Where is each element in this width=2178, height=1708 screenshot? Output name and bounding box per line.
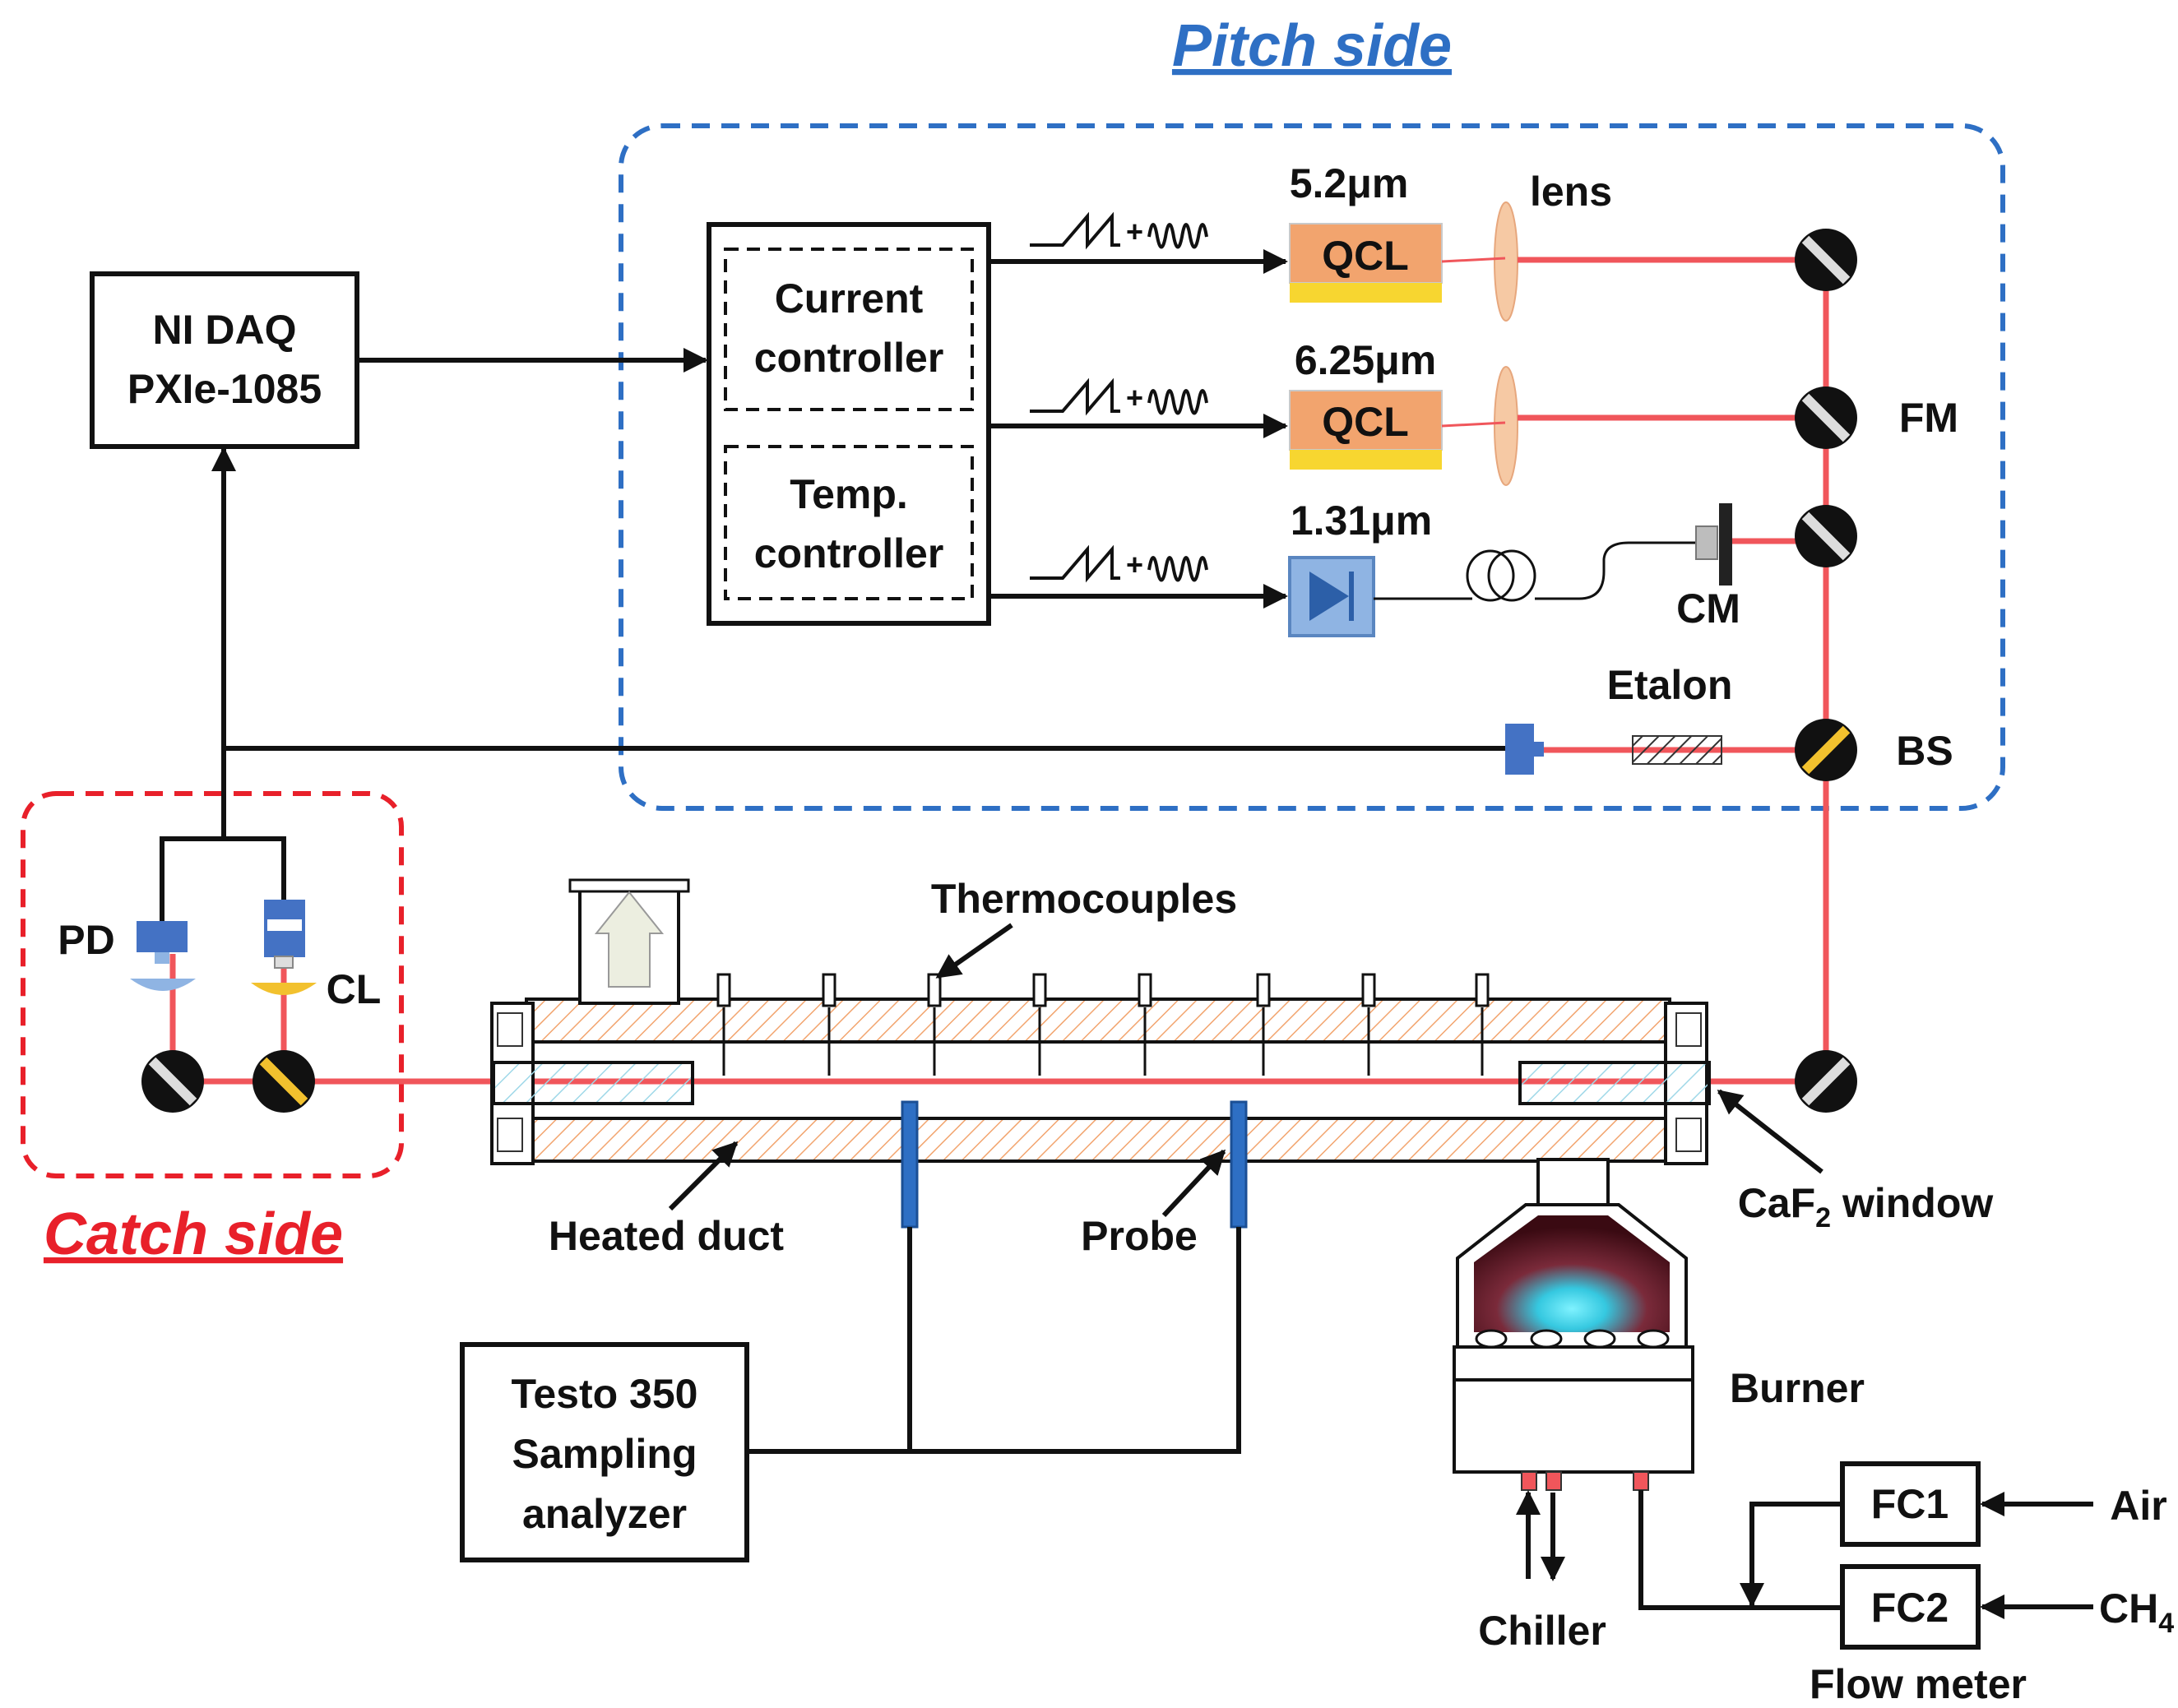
ch4-prefix: CH <box>2099 1585 2158 1632</box>
pitch-side-title: Pitch side <box>1172 13 1452 79</box>
caf2-window-label: CaF2 window <box>1738 1180 1994 1234</box>
lens-2 <box>1494 366 1518 486</box>
thermocouple-8 <box>1475 973 1490 1076</box>
probe-label: Probe <box>1081 1213 1198 1259</box>
modulation-plus-1: + <box>1126 215 1143 248</box>
collimator-cm <box>1695 503 1732 586</box>
qcl-2: QCL <box>1289 390 1443 470</box>
thermocouples <box>716 973 1490 1076</box>
burner-label: Burner <box>1730 1365 1865 1411</box>
temp-controller-line-2: controller <box>754 530 944 576</box>
fc2-box: FC2 <box>1840 1564 1981 1650</box>
heated-duct-pointer <box>668 1141 739 1211</box>
wavelength-3-label: 1.31μm <box>1291 498 1432 544</box>
thermocouple-6 <box>1256 973 1271 1076</box>
wavelength-1-label: 5.2μm <box>1290 160 1409 206</box>
probe-2 <box>1230 1100 1248 1229</box>
temp-controller-box <box>724 445 974 600</box>
fc1-label: FC1 <box>1871 1481 1949 1527</box>
modulation-plus-3: + <box>1126 548 1143 581</box>
testo-line-3: analyzer <box>522 1491 687 1537</box>
lens-label: lens <box>1530 169 1612 215</box>
testo-line-2: Sampling <box>512 1431 697 1477</box>
testo-line-1: Testo 350 <box>512 1371 698 1417</box>
mirror-1 <box>1795 229 1857 291</box>
thermocouple-7 <box>1361 973 1376 1076</box>
cl-signal-line <box>224 836 286 900</box>
catch-side-title: Catch side <box>44 1201 343 1267</box>
lens-1 <box>1494 201 1518 322</box>
fiber-coil <box>1374 541 1696 602</box>
heated-duct-label: Heated duct <box>549 1213 785 1259</box>
mirror-duct-right <box>1795 1050 1857 1113</box>
caf2-prefix: CaF <box>1738 1180 1815 1226</box>
modulation-plus-2: + <box>1126 381 1143 414</box>
ch4-subscript: 4 <box>2158 1608 2174 1639</box>
daq-line-1: NI DAQ <box>153 307 297 353</box>
wavelength-2-label: 6.25μm <box>1295 337 1436 383</box>
fc2-label: FC2 <box>1871 1585 1949 1631</box>
cl-label: CL <box>327 966 382 1012</box>
controller-box: Current controller Temp. controller <box>707 222 991 626</box>
fm-label: FM <box>1899 395 1958 441</box>
sampling-line-1 <box>747 1227 912 1454</box>
beam-splitter-bs <box>1795 719 1857 781</box>
mirror-catch-pd <box>141 1050 204 1113</box>
daq-line-2: PXIe-1085 <box>127 366 322 412</box>
chiller-label: Chiller <box>1478 1608 1606 1654</box>
pitch-side-region <box>619 123 2005 811</box>
mirror-catch-cl <box>253 1050 315 1113</box>
current-controller-line-1: Current <box>775 275 924 322</box>
etalon <box>1632 735 1722 765</box>
thermocouple-2 <box>822 973 836 1076</box>
current-controller-line-2: controller <box>754 335 944 381</box>
fc1-box: FC1 <box>1840 1461 1981 1547</box>
thermocouples-pointer <box>935 923 1013 979</box>
thermocouple-5 <box>1138 973 1152 1076</box>
mirror-3 <box>1795 505 1857 567</box>
fuel-line <box>1638 1490 1842 1610</box>
sampling-line-2 <box>910 1227 1241 1454</box>
current-controller-box <box>724 248 974 411</box>
flip-mirror-fm <box>1795 386 1857 449</box>
catch-side-region <box>21 791 404 1178</box>
qcl-1: QCL <box>1289 223 1443 303</box>
pd-label: PD <box>58 917 114 963</box>
probe-pointer <box>1161 1149 1226 1218</box>
etalon-label: Etalon <box>1607 662 1733 708</box>
modulation-symbol-3: + <box>1030 544 1208 583</box>
cm-label: CM <box>1676 586 1740 632</box>
modulation-symbol-1: + <box>1030 211 1208 250</box>
thermocouple-1 <box>716 973 731 1076</box>
diode-laser <box>1288 556 1375 637</box>
probe-1 <box>901 1100 919 1229</box>
ch4-label: CH4 <box>2099 1585 2174 1639</box>
thermocouple-3 <box>927 973 942 1076</box>
testo-analyzer-box: Testo 350 Sampling analyzer <box>460 1342 749 1562</box>
fc1-to-fuel-arrow <box>1740 1502 1842 1608</box>
detector-cl <box>251 900 317 995</box>
daq-box: NI DAQ PXIe-1085 <box>90 271 359 449</box>
flow-meter-label: Flow meter <box>1810 1661 2027 1707</box>
caf2-suffix: window <box>1831 1180 1993 1226</box>
thermocouple-4 <box>1032 973 1047 1076</box>
qcl-2-label: QCL <box>1322 399 1409 445</box>
pd-signal-line <box>160 748 226 921</box>
caf2-subscript: 2 <box>1815 1202 1831 1234</box>
beam-converge-2 <box>1441 421 1506 428</box>
beam-converge-1 <box>1441 257 1506 263</box>
modulation-symbol-2: + <box>1030 377 1208 416</box>
qcl-1-label: QCL <box>1322 233 1409 279</box>
air-label: Air <box>2110 1483 2166 1529</box>
thermocouples-label: Thermocouples <box>931 876 1237 922</box>
temp-controller-line-1: Temp. <box>790 471 908 517</box>
heated-duct <box>490 878 1711 1243</box>
burner <box>1453 1203 1694 1491</box>
caf2-window-pointer <box>1717 1089 1823 1174</box>
photodetector-pd <box>130 921 196 991</box>
bs-label: BS <box>1896 728 1953 774</box>
etalon-photodetector <box>1505 724 1544 775</box>
